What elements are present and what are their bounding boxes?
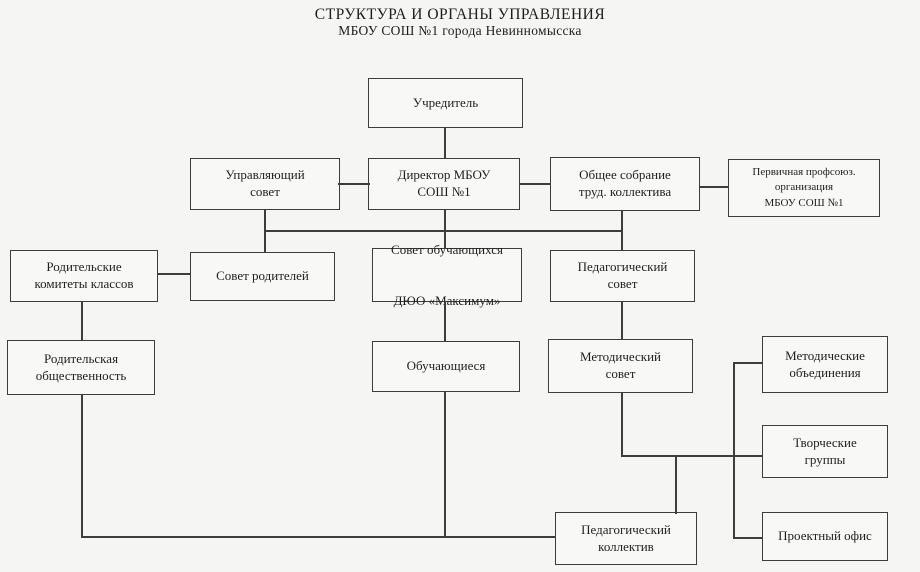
connector-students-council-students xyxy=(444,301,446,342)
node-managing-council: Управляющий совет xyxy=(190,158,340,210)
node-ped-collective-label: Педагогический коллектив xyxy=(581,521,671,554)
connector-director-students-council xyxy=(444,209,446,249)
node-parents-council-label: Совет родителей xyxy=(216,268,309,284)
connector-method-council-creative-groups xyxy=(621,455,762,457)
node-students-council-label: Совет обучающихся ​ ДЮО «Максимум» xyxy=(391,241,503,308)
node-general-meeting: Общее собрание труд. коллектива xyxy=(550,157,700,211)
node-method-associations-label: Методические объединения xyxy=(785,347,865,380)
connector-founder-director xyxy=(444,127,446,158)
node-director-label: Директор МБОУ СОШ №1 xyxy=(397,167,491,199)
node-ped-council-label: Педагогический совет xyxy=(577,259,668,291)
node-class-committees-label: Родительские комитеты классов xyxy=(34,259,134,291)
node-trade-union-label: Первичная профсоюз. организация МБОУ СОШ… xyxy=(752,165,856,209)
node-parent-community-label: Родительская общественность xyxy=(35,350,127,383)
connector-general-meeting-trade-union xyxy=(699,186,729,188)
node-project-office: Проектный офис xyxy=(762,512,888,561)
node-general-meeting-label: Общее собрание труд. коллектива xyxy=(578,167,672,199)
connector-row2-bus xyxy=(264,230,622,232)
connector-class-committees-parents-council xyxy=(157,273,191,275)
node-ped-council: Педагогический совет xyxy=(550,250,695,302)
connector-class-committees-parent-community xyxy=(81,301,83,341)
connector-right-trunk xyxy=(733,362,735,539)
connector-trunk-method-associations xyxy=(733,362,762,364)
connector-method-council-down xyxy=(621,392,623,456)
node-trade-union: Первичная профсоюз. организация МБОУ СОШ… xyxy=(728,159,880,217)
connector-director-general-meeting xyxy=(519,183,551,185)
node-founder-label: Учредитель xyxy=(412,94,479,110)
chart-title-block: СТРУКТУРА И ОРГАНЫ УПРАВЛЕНИЯ МБОУ СОШ №… xyxy=(0,6,920,40)
node-founder: Учредитель xyxy=(368,78,523,128)
connector-managing-council-director xyxy=(338,183,370,185)
connector-students-down xyxy=(444,391,446,537)
node-creative-groups: Творческие группы xyxy=(762,425,888,478)
node-parent-community: Родительская общественность xyxy=(7,340,155,395)
connector-parent-community-down xyxy=(81,394,83,538)
node-students: Обучающиеся xyxy=(372,341,520,392)
node-director: Директор МБОУ СОШ №1 xyxy=(368,158,520,210)
node-method-council-label: Методический совет xyxy=(580,349,661,381)
node-students-label: Обучающиеся xyxy=(406,358,486,374)
node-managing-council-label: Управляющий совет xyxy=(225,167,305,199)
connector-trunk-project-office xyxy=(733,537,762,539)
node-parents-council: Совет родителей xyxy=(190,252,335,301)
connector-bottom-bus xyxy=(81,536,556,538)
node-students-council: Совет обучающихся ​ ДЮО «Максимум» xyxy=(372,242,522,308)
node-method-council: Методический совет xyxy=(548,339,693,393)
connector-to-ped-collective xyxy=(675,455,677,514)
node-project-office-label: Проектный офис xyxy=(778,528,872,544)
connector-ped-council-method-council xyxy=(621,301,623,340)
node-method-associations: Методические объединения xyxy=(762,336,888,393)
chart-subtitle: МБОУ СОШ №1 города Невинномысска xyxy=(338,23,582,39)
node-ped-collective: Педагогический коллектив xyxy=(555,512,697,565)
chart-title: СТРУКТУРА И ОРГАНЫ УПРАВЛЕНИЯ xyxy=(314,6,606,23)
node-class-committees: Родительские комитеты классов xyxy=(10,250,158,302)
node-creative-groups-label: Творческие группы xyxy=(793,434,857,467)
